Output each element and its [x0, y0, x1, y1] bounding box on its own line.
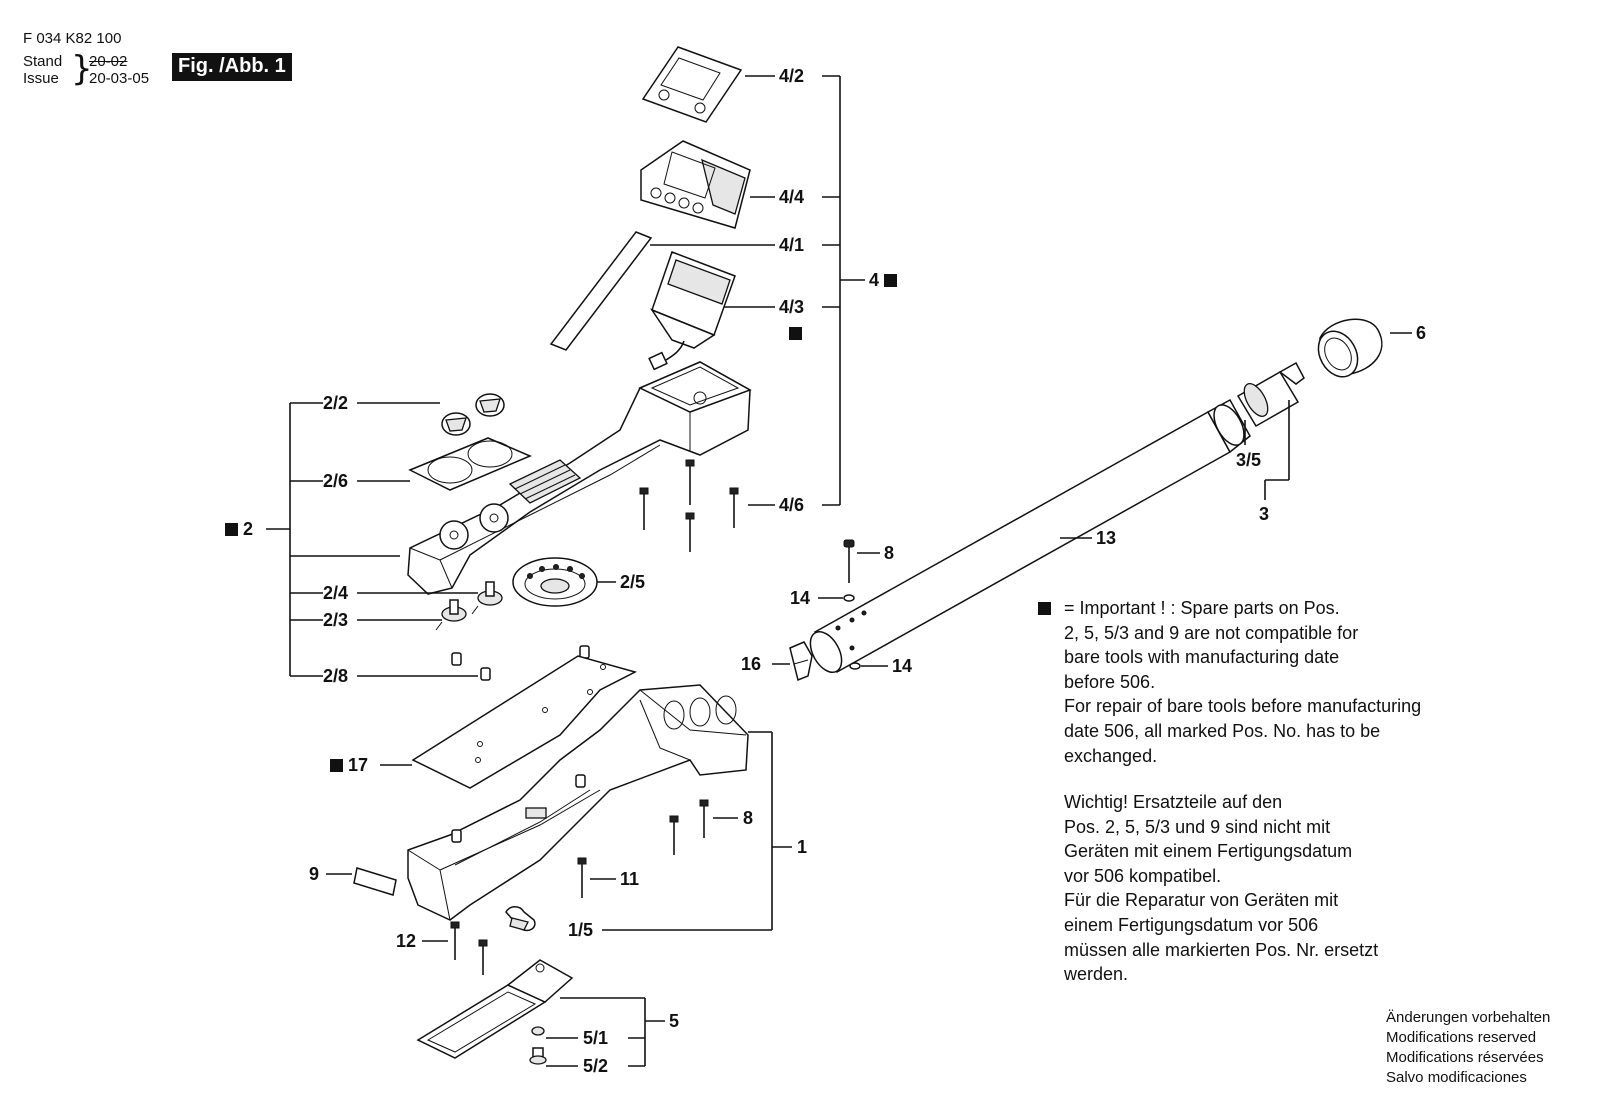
important-marker-square	[1038, 601, 1051, 619]
part-display-housing	[640, 140, 751, 229]
bracket-group-2	[266, 402, 400, 677]
callout-2: 2	[225, 519, 253, 540]
callout-14-lower: 14	[892, 656, 913, 676]
callout-2-2: 2/2	[323, 393, 349, 413]
modifications-notice: Änderungen vorbehalten Modifications res…	[1386, 1008, 1550, 1088]
part-strip	[549, 231, 653, 351]
modifications-line: Salvo modificaciones	[1386, 1069, 1527, 1086]
part-clamp	[789, 641, 813, 682]
old-date: 20-02	[89, 53, 128, 70]
note-line: exchanged.	[1064, 745, 1158, 766]
callout-5-2: 5/2	[583, 1056, 609, 1076]
part-upper-housing	[407, 361, 752, 595]
callout-6: 6	[1416, 323, 1427, 343]
part-circuit-board	[648, 251, 736, 371]
note-line: bare tools with manufacturing date	[1064, 647, 1340, 668]
part-small-label	[353, 867, 397, 896]
part-screw-tube	[843, 539, 861, 670]
modifications-line: Modifications réservées	[1386, 1049, 1544, 1066]
note-line: Pos. 2, 5, 5/3 und 9 sind nicht mit	[1064, 816, 1331, 837]
callout-4-1: 4/1	[779, 235, 805, 255]
note-line: For repair of bare tools before manufact…	[1064, 696, 1422, 717]
marker-square-4-3	[789, 326, 802, 344]
note-line: date 506, all marked Pos. No. has to be	[1064, 720, 1381, 741]
callout-17: 17	[330, 755, 368, 776]
note-line: 2, 5, 5/3 and 9 are not compatible for	[1064, 622, 1359, 643]
part-display-label	[641, 46, 743, 123]
callout-3: 3	[1259, 504, 1270, 524]
part-number: F 034 K82 100	[23, 30, 122, 47]
part-tube	[809, 410, 1232, 674]
callout-4-4: 4/4	[779, 187, 805, 207]
callout-4-6: 4/6	[779, 495, 805, 515]
callout-2-5: 2/5	[620, 572, 646, 592]
part-clip	[505, 906, 536, 932]
part-end-cap	[1317, 318, 1383, 378]
part-tube-coupling	[1206, 361, 1305, 454]
part-lower-housing	[407, 684, 749, 921]
part-speaker	[512, 557, 598, 607]
callout-4: 4	[869, 270, 898, 291]
figure-label: Fig. /Abb. 1	[172, 53, 292, 81]
callout-5: 5	[669, 1011, 680, 1031]
callout-8-upper: 8	[884, 543, 895, 563]
part-knobs	[441, 393, 505, 436]
bracket-group-4	[822, 75, 865, 506]
callout-16: 16	[741, 654, 762, 674]
callout-14-upper: 14	[790, 588, 811, 608]
speaker-grille	[508, 459, 582, 504]
new-date: 20-03-05	[89, 70, 150, 87]
callout-2-4: 2/4	[323, 583, 349, 603]
note-line: before 506.	[1064, 671, 1156, 692]
note-german: Wichtig! Ersatzteile auf den Pos. 2, 5, …	[1064, 790, 1378, 987]
note-line: = Important ! : Spare parts on Pos.	[1064, 598, 1340, 618]
callout-1-5: 1/5	[568, 920, 594, 940]
note-line: Für die Reparatur von Geräten mit	[1064, 890, 1339, 911]
modifications-line: Änderungen vorbehalten	[1386, 1009, 1551, 1026]
bracket-group-5	[560, 997, 665, 1067]
stand-label: Stand	[23, 53, 63, 70]
part-board	[411, 655, 638, 789]
part-knob-label	[408, 437, 532, 491]
callout-13: 13	[1096, 528, 1117, 548]
note-english: = Important ! : Spare parts on Pos. 2, 5…	[1064, 596, 1421, 768]
part-screws-lower	[450, 799, 709, 975]
callout-1: 1	[797, 837, 808, 857]
modifications-line: Modifications reserved	[1386, 1029, 1537, 1046]
bracket-group-1	[602, 731, 792, 931]
brace-glyph: }	[71, 49, 93, 89]
callout-2-3: 2/3	[323, 610, 349, 630]
note-line: müssen alle markierten Pos. Nr. ersetzt	[1064, 939, 1379, 960]
callout-3-5: 3/5	[1236, 450, 1262, 470]
callout-2-8: 2/8	[323, 666, 349, 686]
part-screws-upper	[639, 459, 739, 552]
note-line: Geräten mit einem Fertigungsdatum	[1064, 841, 1353, 862]
callout-12: 12	[396, 931, 417, 951]
callout-2-6: 2/6	[323, 471, 349, 491]
note-line: werden.	[1064, 964, 1129, 985]
callout-9: 9	[309, 864, 320, 884]
part-potentiometers	[435, 581, 503, 631]
note-line: einem Fertigungsdatum vor 506	[1064, 914, 1319, 935]
callout-5-1: 5/1	[583, 1028, 609, 1048]
callout-11: 11	[620, 869, 640, 889]
bracket-group-3	[1244, 400, 1290, 500]
callout-8-lower: 8	[743, 808, 754, 828]
issue-label: Issue	[23, 70, 59, 87]
callout-4-3: 4/3	[779, 297, 805, 317]
note-line: vor 506 kompatibel.	[1064, 865, 1222, 886]
callout-4-2: 4/2	[779, 66, 805, 86]
part-base-plate	[416, 959, 574, 1065]
note-line: Wichtig! Ersatzteile auf den	[1064, 792, 1283, 812]
